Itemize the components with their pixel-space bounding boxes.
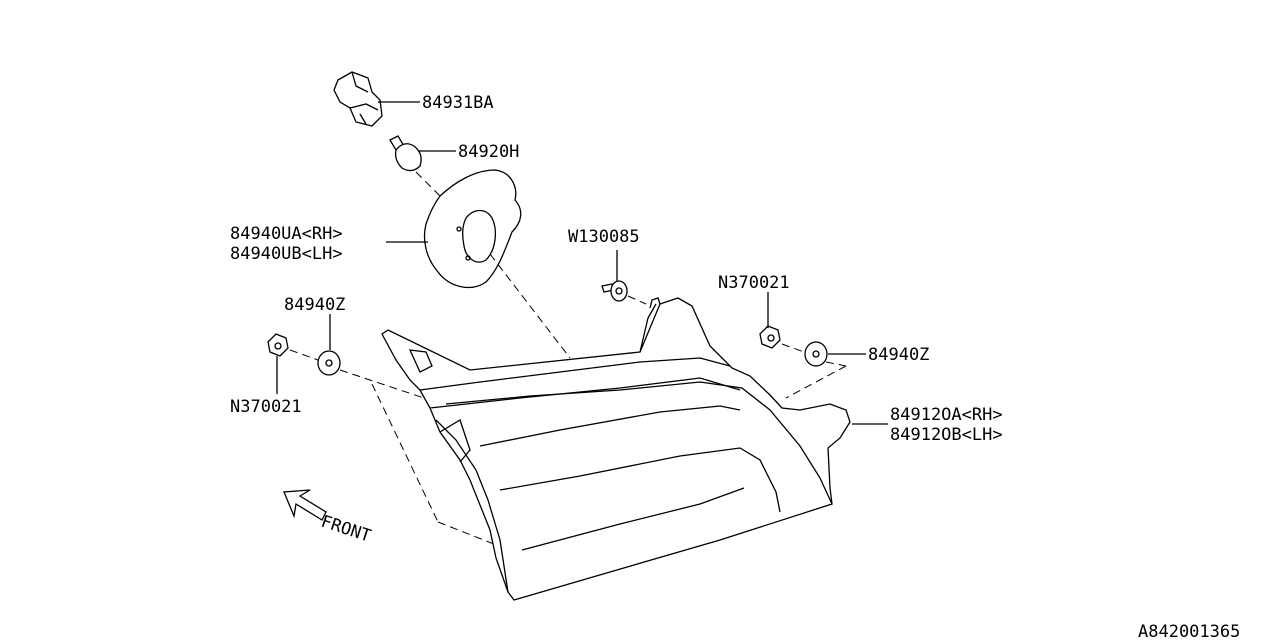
label-washer-right: 84940Z: [868, 345, 929, 365]
bulb: [389, 135, 422, 172]
nut-left: [267, 333, 289, 357]
label-clip-w: W130085: [568, 227, 640, 247]
washer-right: [804, 341, 828, 367]
washer-left: [317, 350, 341, 376]
lamp-cover: [423, 169, 522, 289]
label-cover-lh: 84940UB<LH>: [230, 244, 343, 264]
bulb-socket: [333, 71, 383, 127]
label-lamp-rh: 84912OA<RH>: [890, 405, 1003, 425]
front-arrow: [283, 489, 327, 521]
label-washer-left: 84940Z: [284, 295, 345, 315]
label-socket: 84931BA: [422, 93, 494, 113]
label-bulb: 84920H: [458, 142, 519, 162]
label-nut-left: N370021: [230, 397, 302, 417]
clip-w130085: [601, 280, 628, 302]
label-cover-rh: 84940UA<RH>: [230, 224, 343, 244]
label-nut-right: N370021: [718, 273, 790, 293]
label-ref: A842001365: [1138, 622, 1240, 640]
label-lamp-lh: 84912OB<LH>: [890, 425, 1003, 445]
label-front: FRONT: [318, 512, 373, 547]
tail-lamp: [381, 297, 851, 601]
nut-right: [759, 325, 781, 349]
